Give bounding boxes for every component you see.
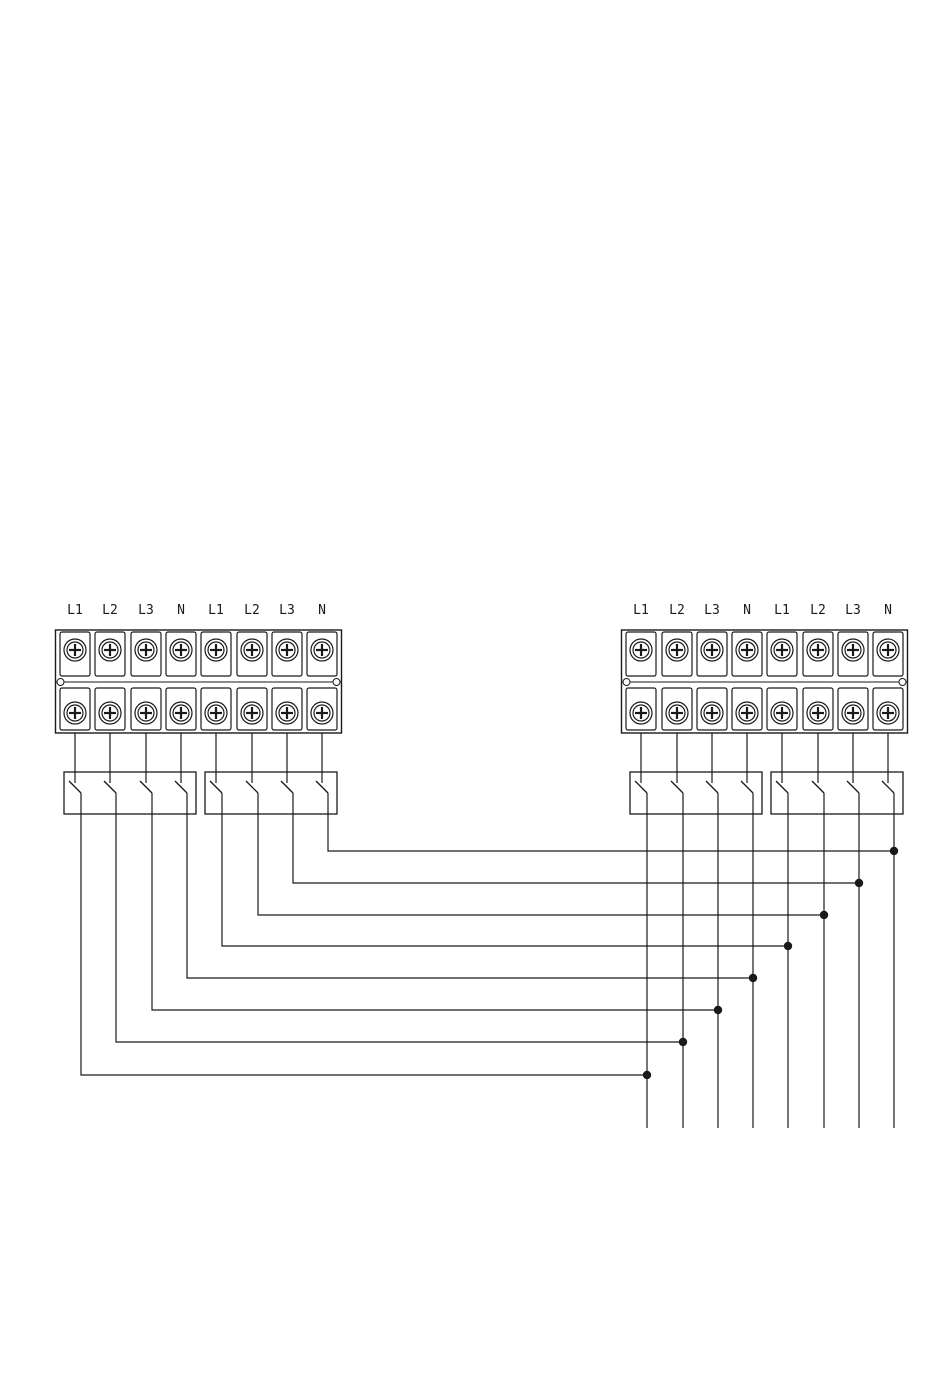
connection-wire [328, 814, 894, 851]
left-terminal-label: L1 [208, 603, 224, 618]
right-switch-housing-1 [630, 772, 762, 814]
left-screw-bottom-icon [311, 702, 333, 724]
right-terminal-label: N [884, 603, 892, 618]
left-switch-housing-1 [64, 772, 196, 814]
connection-wire [293, 814, 859, 883]
right-terminal-label: L2 [669, 603, 685, 618]
right-screw-top-icon [771, 639, 793, 661]
junction-dot [749, 974, 757, 982]
right-switch-housing-2 [771, 772, 903, 814]
left-screw-bottom-icon [135, 702, 157, 724]
left-screw-bottom-icon [205, 702, 227, 724]
right-screw-bottom-icon [877, 702, 899, 724]
right-terminal-label: L3 [704, 603, 720, 618]
left-screw-top-icon [311, 639, 333, 661]
left-screw-top-icon [276, 639, 298, 661]
left-terminal-label: L2 [244, 603, 260, 618]
right-screw-bottom-icon [701, 702, 723, 724]
connection-wire [258, 814, 824, 915]
left-screw-top-icon [99, 639, 121, 661]
left-screw-bottom-icon [241, 702, 263, 724]
left-screw-bottom-icon [170, 702, 192, 724]
connection-wire [116, 814, 683, 1042]
junction-dot [643, 1071, 651, 1079]
right-screw-top-icon [807, 639, 829, 661]
connection-wire [152, 814, 718, 1010]
right-screw-top-icon [701, 639, 723, 661]
left-screw-top-icon [170, 639, 192, 661]
right-screw-bottom-icon [842, 702, 864, 724]
left-mount-hole-left [57, 679, 64, 686]
junction-dot [784, 942, 792, 950]
left-terminal-label: L3 [279, 603, 295, 618]
junction-dot [820, 911, 828, 919]
connection-wire [81, 814, 647, 1075]
left-screw-top-icon [205, 639, 227, 661]
connection-wire [222, 814, 788, 946]
right-screw-bottom-icon [807, 702, 829, 724]
right-terminal-label: L2 [810, 603, 826, 618]
left-screw-bottom-icon [64, 702, 86, 724]
right-screw-top-icon [630, 639, 652, 661]
right-screw-top-icon [736, 639, 758, 661]
left-switch-housing-2 [205, 772, 337, 814]
right-mount-hole-left [623, 679, 630, 686]
left-screw-bottom-icon [99, 702, 121, 724]
left-screw-top-icon [135, 639, 157, 661]
junction-dot [855, 879, 863, 887]
right-terminal-label: L1 [774, 603, 790, 618]
right-terminal-label: L3 [845, 603, 861, 618]
left-screw-top-icon [241, 639, 263, 661]
right-screw-bottom-icon [736, 702, 758, 724]
left-terminal-label: N [318, 603, 326, 618]
junction-dot [679, 1038, 687, 1046]
junction-dot [890, 847, 898, 855]
right-screw-bottom-icon [771, 702, 793, 724]
left-terminal-label: N [177, 603, 185, 618]
right-screw-top-icon [877, 639, 899, 661]
right-terminal-label: L1 [633, 603, 649, 618]
right-terminal-label: N [743, 603, 751, 618]
right-screw-bottom-icon [630, 702, 652, 724]
left-terminal-label: L2 [102, 603, 118, 618]
left-terminal-label: L1 [67, 603, 83, 618]
left-mount-hole-right [333, 679, 340, 686]
left-terminal-block: L1 L2 L3 N L1 L2 L3 N [56, 603, 342, 814]
left-terminal-label: L3 [138, 603, 154, 618]
left-screw-top-icon [64, 639, 86, 661]
right-mount-hole-right [899, 679, 906, 686]
right-terminal-block: L1 L2 L3 N L1 L2 L3 N [622, 603, 908, 814]
left-screw-bottom-icon [276, 702, 298, 724]
connection-wires [81, 814, 898, 1128]
right-screw-top-icon [842, 639, 864, 661]
right-screw-top-icon [666, 639, 688, 661]
connection-wire [187, 814, 753, 978]
junction-dot [714, 1006, 722, 1014]
right-screw-bottom-icon [666, 702, 688, 724]
